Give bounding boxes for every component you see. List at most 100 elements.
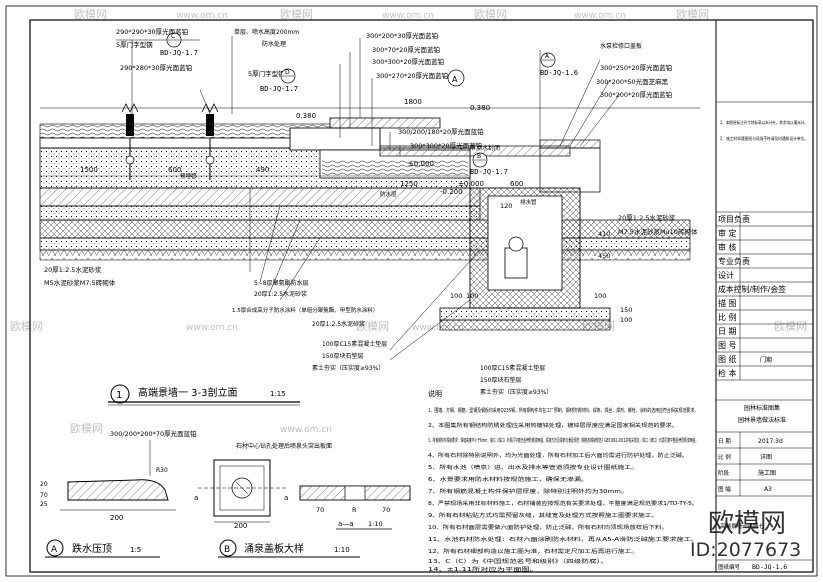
pit-footing-2 xyxy=(439,319,611,331)
tb-label-2: 审 核 xyxy=(718,242,737,252)
wall-stone-cap xyxy=(329,117,441,129)
callout-11: 300/200/180*20厚光面蓝铂 xyxy=(398,127,484,136)
layer-note-9: 素土夯实（压实度≥93%） xyxy=(312,364,384,372)
callout-13: 水泵检修口盖板 xyxy=(600,42,642,50)
tb-phase: 施工图 xyxy=(758,469,776,477)
detail-a-callout: 300/200*200*70厚光面蓝铂 xyxy=(110,429,197,438)
tb-drawing: 园林景墙做法标准 xyxy=(738,416,786,424)
layer-note-8: 150厚块石垫层 xyxy=(322,352,363,360)
note-9: 9、所有石材粘贴方式均需预留灰缝，其缝宽及处理方式按照施工图要求施工。 xyxy=(428,511,658,519)
ref-bubble-a: A xyxy=(447,69,465,87)
layer-note-13: 150厚块石垫层 xyxy=(480,376,521,384)
dim-100-c: 100 xyxy=(620,316,632,324)
tb-scale: 详图 xyxy=(760,453,772,461)
tb-label-11: 检 本 xyxy=(718,368,737,378)
tb-note-2: 2、施工时如遇图纸与现场不符请及时通知设计单位。 xyxy=(720,135,808,142)
tb-phase-label: 阶段 xyxy=(718,469,730,477)
note-4: 4、所有石材除特别说明外，均为光面处理，所有石材加工后六面均需进行防护处理，防止… xyxy=(428,451,688,459)
svg-text:C: C xyxy=(171,33,175,40)
note-7: 7、所有钢筋混凝土构件保护层厚度，除特别注明外均为30mm。 xyxy=(428,487,628,495)
svg-text:A: A xyxy=(545,53,550,60)
pit-cover xyxy=(539,139,601,149)
detail-b: 石材中心钻孔处理后喷泉头突出板面 a a 200 70 R 70 a—a 1:1… xyxy=(194,442,411,558)
watermark-brand-8: 欧模网 xyxy=(774,320,807,333)
wall-top-block xyxy=(289,127,381,151)
svg-text:R: R xyxy=(352,506,357,514)
svg-text:200: 200 xyxy=(234,522,247,530)
watermark-site-1: www.om.cn xyxy=(176,11,228,21)
small-note-3: 防水层 xyxy=(380,190,397,198)
tb-sheet-label: 图纸编号 xyxy=(718,563,741,571)
ref-code-a: BD-JQ-1.6 xyxy=(540,69,578,77)
detail-b-letter: B xyxy=(224,545,230,555)
tb-date-label: 日 期 xyxy=(718,438,731,445)
coping-left xyxy=(39,137,331,149)
coping-profile xyxy=(67,479,169,501)
section-number: 1 xyxy=(116,390,122,401)
detail-a-dim-70: 70 xyxy=(40,492,48,499)
layer-note-2: M5水泥砂浆M7.5砖砌体 xyxy=(44,278,116,287)
callout-8: 300*70*20厚光面蓝铂 xyxy=(372,45,440,54)
pump-body xyxy=(504,247,528,279)
callout-3: 290*280*30厚光面蓝铂 xyxy=(120,63,192,72)
svg-text:A: A xyxy=(452,75,458,84)
note-3: 3、所有钢构件焊接要求：焊缝高度不小于6mm，接口（焊口）外观打平磨光后喷防锈漆… xyxy=(428,436,698,444)
fountain-nozzles xyxy=(121,103,219,180)
section-label-aa: a—a xyxy=(338,520,354,528)
watermark-corner-id: ID:2077673 xyxy=(690,539,801,561)
tb-label-7: 比 例 xyxy=(718,312,737,322)
tb-label-8: 日 期 xyxy=(718,327,737,336)
dim-100-a: 100 xyxy=(450,292,462,300)
watermark-site-5: www.om.cn xyxy=(186,323,238,333)
tb-date: 2017.3d xyxy=(758,438,783,445)
pool-water-left xyxy=(39,123,331,139)
ref-code-c: BD-JQ-1.7 xyxy=(160,49,198,57)
note-12: 12、所有石材细部构造以施工图为准，石材需定尺加工后再进行施工。 xyxy=(428,547,638,555)
callout-1: 290*290*30厚光面蓝铂 xyxy=(116,27,188,36)
dim-100-b: 100 xyxy=(466,292,478,300)
tb-project: 园林标准图集 xyxy=(744,404,780,412)
tb-label-1: 审 定 xyxy=(718,228,737,238)
notes-heading: 说明 xyxy=(428,389,442,398)
callout-15: 300*200*50光面芝麻黑 xyxy=(596,77,669,86)
layer-note-3: 5~8厚聚氨酯防水层 xyxy=(254,279,309,287)
layer-note-11: M7.5水泥砂浆Mu10砖砌体 xyxy=(618,227,698,236)
ref-bubble-c: C BD-JQ-1.7 xyxy=(160,32,198,57)
tb-scale-label: 比 例 xyxy=(718,453,731,461)
level-5: -0.200 xyxy=(440,188,463,196)
dim-120: 120 xyxy=(500,202,512,210)
note-14: 14、±1.11所对应为平面图。 xyxy=(428,565,538,573)
watermark-site-3: www.om.cn xyxy=(574,11,626,21)
detail-a-dim-20: 20 xyxy=(40,481,48,488)
ref-bubble-a2: A BD-JQ-1.6 xyxy=(540,52,578,77)
layer-note-4: 20厚1:2.5水泥砂浆 xyxy=(254,290,307,298)
note-11: 11、水池石材防水处理：石材六面涂刷防水材料，再从A5-A滑防泛碱施工要求施工。 xyxy=(428,535,698,543)
dim-100-d: 100 xyxy=(594,292,606,300)
note-8: 8、严禁现场采用非标材料施工，石材铺装应按规范有关要求处理，平整度满足规范要求1… xyxy=(428,499,698,507)
tb-rows xyxy=(716,212,813,381)
watermark-site-6: www.om.cn xyxy=(412,323,464,333)
layer-note-6: 20厚1:2.5水泥砂浆 xyxy=(312,320,365,328)
note-2: 2、本图集所有钢结构防锈处理应采用热镀锌处理，镀锌层厚度应满足国家相关规范的要求… xyxy=(428,421,678,429)
callout-9: 300*300*20厚光面蓝铂 xyxy=(372,57,444,66)
watermark-brand-5: 欧模网 xyxy=(10,320,43,333)
pit-cover-frame xyxy=(539,147,601,193)
watermark-brand-7: 欧模网 xyxy=(582,320,615,333)
detail-a-letter: A xyxy=(51,545,58,555)
section-title-block: 1 高端景墙一 3-3剖立面 1:15 xyxy=(108,384,300,406)
layer-note-12: 100厚C15素混凝土垫层 xyxy=(480,364,545,372)
callout-5: 单层、喷水高度200mm xyxy=(234,28,299,36)
level-3: ±0.000 xyxy=(408,160,434,168)
callout-14: 300*250*20厚光面蓝铂 xyxy=(600,63,672,72)
svg-text:a: a xyxy=(284,494,288,502)
layer-soil xyxy=(39,249,691,261)
detail-a-title: 跌水压顶 xyxy=(72,542,112,555)
section-title: 高端景墙一 3-3剖立面 xyxy=(138,386,238,399)
callout-7: 300*200*30厚光面蓝铂 xyxy=(366,31,438,40)
tb-label-0: 项目负责 xyxy=(718,214,750,224)
note-10: 10、所有石材面层需要做六面防护处理，防止泛碱，所有石材均须现场放样后下料。 xyxy=(428,523,668,531)
tb-label-9: 图 号 xyxy=(718,341,737,350)
layer-note-1: 20厚1:2.5水泥砂浆 xyxy=(44,265,102,274)
watermark-brand-6: 欧模网 xyxy=(356,320,389,333)
callout-6: 防水处理 xyxy=(262,40,286,48)
